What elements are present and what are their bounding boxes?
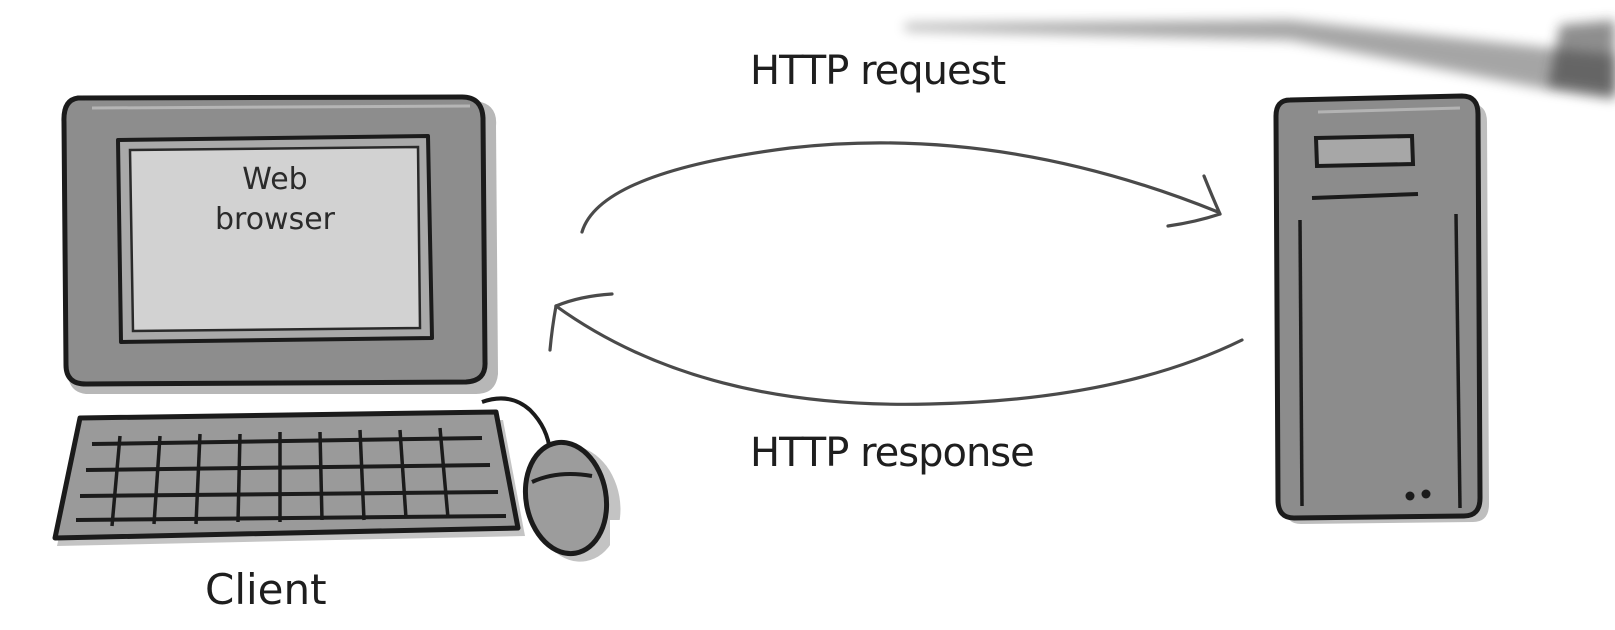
request-label: HTTP request (750, 48, 1006, 94)
monitor-screen (128, 145, 422, 333)
response-arrow (548, 292, 1244, 406)
client-label: Client (205, 565, 327, 614)
white-patch (610, 520, 1250, 626)
screen-label-line2: browser (214, 202, 336, 237)
page-curl-shadow (905, 20, 1615, 100)
request-arrow (580, 141, 1222, 234)
keyboard-icon (52, 409, 525, 546)
screen-label: Web browser (130, 160, 420, 240)
server-tower-icon (1273, 93, 1489, 524)
mouse-icon (522, 439, 621, 562)
client-computer-icon (52, 94, 621, 562)
screen-label-line1: Web (242, 162, 308, 197)
response-label: HTTP response (750, 430, 1035, 476)
mouse-cord (481, 396, 552, 453)
